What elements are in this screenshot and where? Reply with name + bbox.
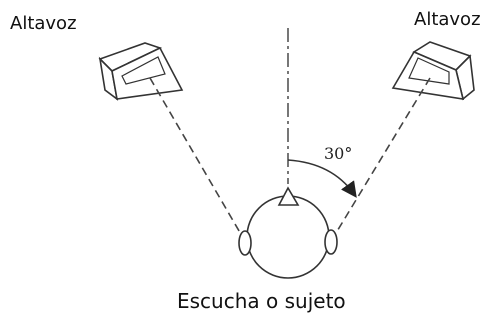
right-speaker-label: Altavoz: [414, 9, 481, 30]
angle-label: 30°: [324, 144, 352, 163]
listener-head-icon: [238, 186, 338, 279]
right-speaker-icon: [391, 41, 475, 101]
left-speaker-label: Altavoz: [10, 13, 77, 34]
right-speaker-sound-path: [335, 77, 431, 234]
left-speaker-icon: [98, 42, 184, 101]
angle-arc-arrow: [287, 159, 357, 198]
left-speaker-sound-path: [149, 77, 243, 237]
listener-label: Escucha o sujeto: [177, 289, 346, 313]
